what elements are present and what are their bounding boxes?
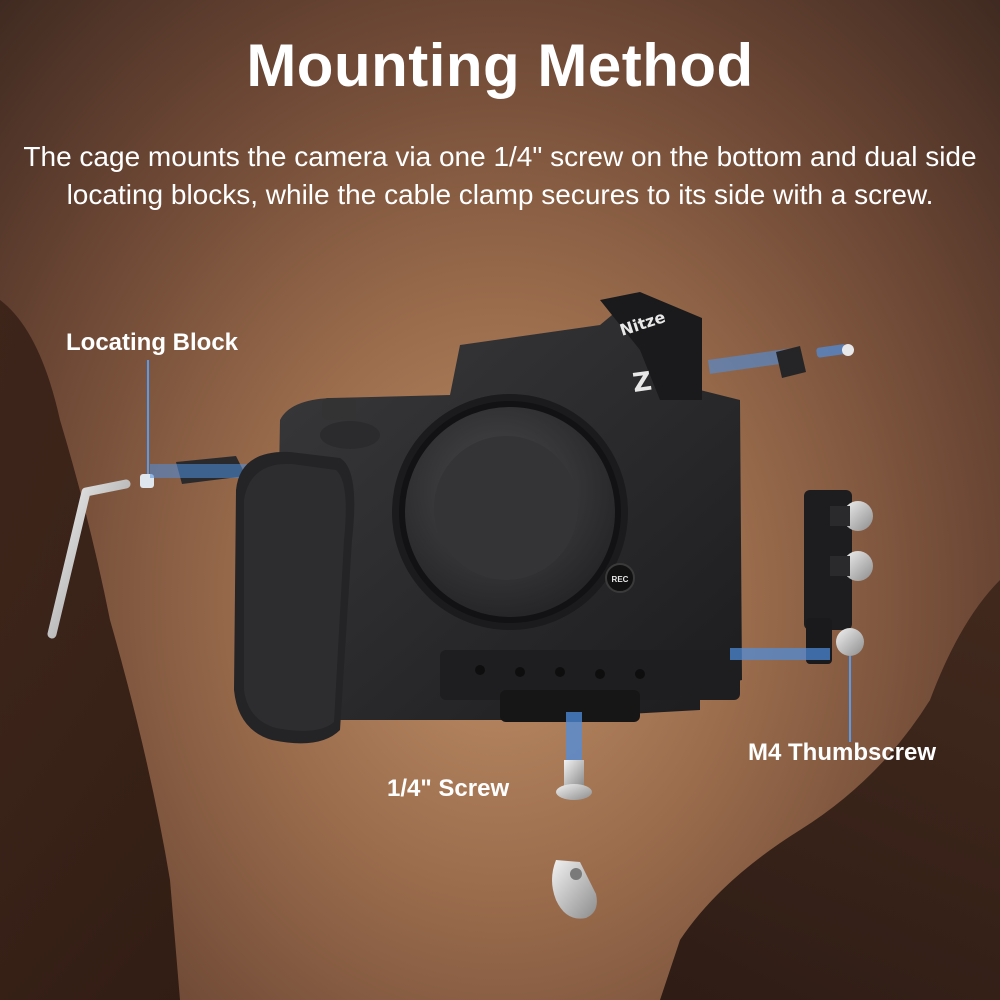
- right-locating-block: [708, 344, 854, 378]
- camera-body: Z: [234, 292, 742, 744]
- right-rock-formation: [660, 580, 1000, 1000]
- callout-quarter-screw: 1/4" Screw: [387, 775, 510, 802]
- cable-clamp: [804, 490, 873, 664]
- page-description: The cage mounts the camera via one 1/4" …: [23, 141, 977, 210]
- left-rock-formation: [0, 300, 180, 1000]
- svg-text:Z: Z: [631, 367, 654, 399]
- callout-m4-thumbscrew: M4 Thumbscrew: [748, 739, 937, 766]
- page-title: Mounting Method: [246, 32, 754, 99]
- quarter-inch-screw: [556, 712, 592, 800]
- rec-button-label: REC: [612, 575, 629, 584]
- left-locating-block: [140, 456, 250, 488]
- hex-key: [47, 479, 131, 639]
- screw-d-ring: [552, 860, 597, 919]
- m4-thumbscrew: [730, 628, 864, 742]
- callout-locating-block: Locating Block: [66, 329, 239, 356]
